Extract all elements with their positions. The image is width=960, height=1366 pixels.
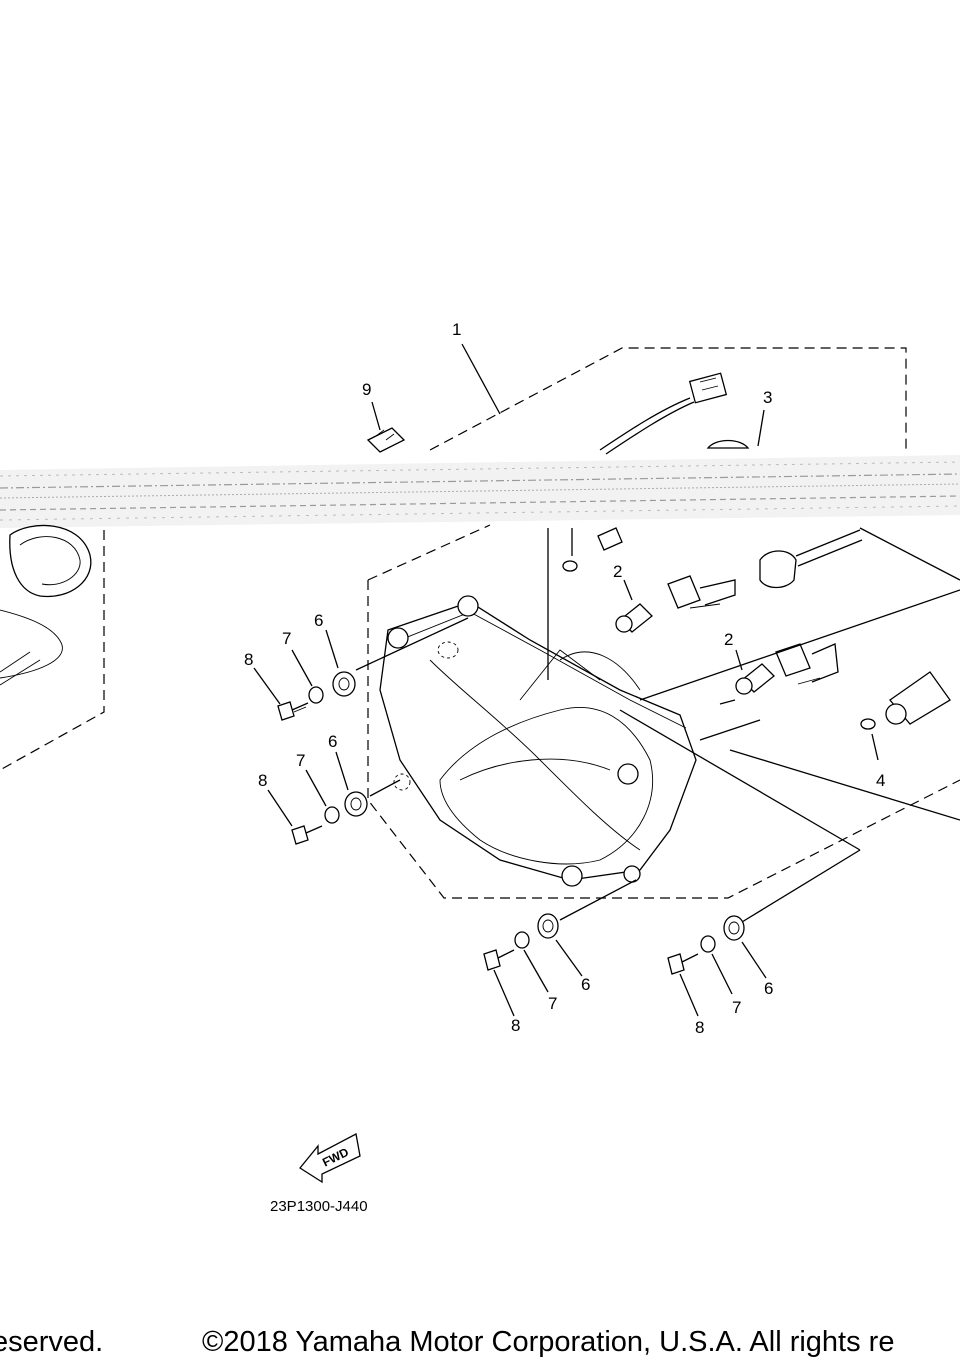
callout-8-bottom-right: 8 [695, 1018, 704, 1037]
callout-1: 1 [452, 320, 461, 339]
callout-6-upper-left: 6 [314, 611, 323, 630]
callout-8-lower-left: 8 [258, 771, 267, 790]
callout-7-bottom-right: 7 [732, 998, 741, 1017]
callout-3: 3 [763, 388, 772, 407]
callout-2-upper: 2 [613, 562, 622, 581]
fwd-arrow: FWD [299, 1133, 361, 1184]
callout-7-lower-left: 7 [296, 751, 305, 770]
callout-4: 4 [876, 771, 885, 790]
callout-6-bottom-center: 6 [581, 975, 590, 994]
part-9-clip [366, 427, 406, 453]
callout-8-bottom-center: 8 [511, 1016, 520, 1035]
callout-8-upper-left: 8 [244, 650, 253, 669]
wire-harness [599, 372, 750, 455]
callout-7-bottom-center: 7 [548, 994, 557, 1013]
callout-6-bottom-right: 6 [764, 979, 773, 998]
left-partial-lamp [0, 524, 92, 686]
assembly-outline [0, 347, 960, 899]
fastener-set-bottom-center [483, 913, 583, 1017]
leader-lines [355, 343, 960, 923]
scan-band [0, 455, 960, 528]
headlight-housing [379, 595, 697, 887]
callout-2-lower: 2 [724, 630, 733, 649]
callout-6-lower-left: 6 [328, 732, 337, 751]
callout-labels: 1 9 3 2 2 4 6 7 8 6 7 8 6 7 8 6 7 8 [244, 320, 885, 1037]
bulb-sockets [562, 527, 951, 730]
footer-left-text: eserved. [0, 1326, 104, 1358]
fastener-set-lower-left [267, 751, 368, 845]
callout-7-upper-left: 7 [282, 629, 291, 648]
fastener-set-upper-left [253, 629, 356, 721]
callout-9: 9 [362, 380, 371, 399]
footer-copyright: ©2018 Yamaha Motor Corporation, U.S.A. A… [202, 1326, 895, 1358]
diagram-code: 23P1300-J440 [270, 1198, 368, 1215]
fastener-set-bottom-right [667, 915, 767, 1017]
